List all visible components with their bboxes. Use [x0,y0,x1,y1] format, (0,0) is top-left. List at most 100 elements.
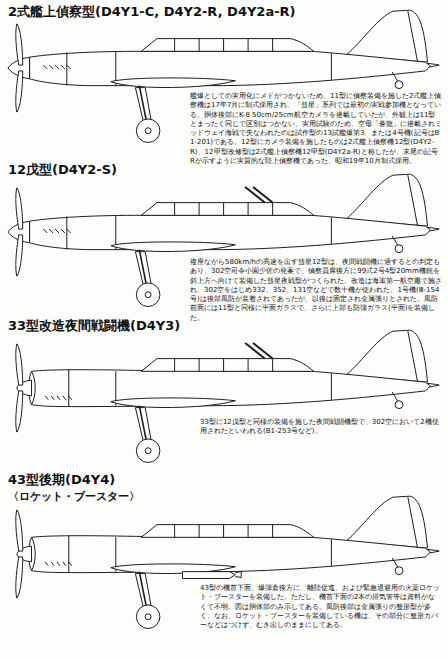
exhaust-stack [45,562,48,566]
exhaust-stack [43,229,47,233]
outline-stroke [392,72,398,82]
description-text: 艦爆としての実用化にメドがつかないため、11型に偵察装備を施した2式艦上偵察機は… [190,92,442,166]
outline-stroke [408,331,418,382]
outline-stroke [141,525,313,538]
description-text: 33型に12戊型と同様の装備を施した夜間戦闘機型で、302空において2機使用され… [200,418,440,437]
outline-stroke [66,216,67,249]
wheel [136,439,160,463]
outline-stroke [141,203,313,216]
canopy-frame [199,359,200,372]
canopy-frame [272,525,273,538]
wheel [145,292,151,298]
outline-stroke [346,330,427,382]
wheel [145,448,151,454]
exhaust-stack [61,65,65,69]
outline-stroke [111,242,235,252]
outline-stroke [392,392,398,402]
outline-stroke [29,536,431,573]
canopy-frame [174,359,175,372]
section-heading: 33型改造夜間戦闘機(D4Y3) [8,318,180,334]
wheel [136,605,160,629]
outline-stroke [408,497,418,548]
outline-stroke [111,78,235,88]
section-heading: 2式艦上偵察型(D4Y1-C, D4Y2-R, D4Y2a-R) [8,4,296,20]
exhaust-stack [49,65,53,69]
outline-stroke [32,371,36,404]
outline-stroke [253,343,273,359]
exhaust-stack [63,396,66,400]
section-subheading: 〈ロケット・ブースター〉 [8,490,140,504]
wheel [395,567,403,575]
outline-stroke [68,535,69,572]
outline-stroke [111,398,235,408]
outline-stroke [331,373,332,399]
outline-stroke [346,174,427,226]
outline-stroke [392,558,398,568]
exhaust-stack [51,562,54,566]
exhaust-stack [63,562,66,566]
wheel [395,81,403,89]
exhaust-stack [49,229,53,233]
outline-stroke [16,510,23,551]
outline-stroke [16,557,23,598]
outline-stroke [408,11,418,62]
outline-stroke [68,369,69,406]
wheel [145,128,151,134]
canopy-frame [174,39,175,52]
outline-stroke [141,39,313,52]
outline-stroke [346,496,427,548]
outline-stroke [16,344,23,385]
outline-stroke [141,359,313,372]
outline-stroke [408,175,418,226]
canopy-frame [199,203,200,216]
exhaust-stack [45,396,48,400]
description-text: 43型の機首下面、爆弾倉後方に、離陸促進、および緊急退避用の火薬ロケット・ブース… [200,584,440,630]
outline-stroke [331,539,332,565]
exhaust-stack [51,396,54,400]
wheel [136,119,160,143]
exhaust-stack [67,229,71,233]
canopy-frame [248,203,249,216]
canopy-frame [272,359,273,372]
canopy-frame [223,203,224,216]
wheel [395,245,403,253]
wheel [136,283,160,307]
canopy-frame [174,525,175,538]
exhaust-stack [57,562,60,566]
canopy-frame [199,525,200,538]
canopy-frame [248,359,249,372]
outline-stroke [32,537,36,570]
exhaust-stack [69,396,72,400]
outline-stroke [331,53,332,79]
canopy-frame [272,39,273,52]
canopy-frame [272,203,273,216]
outline-stroke [253,187,273,203]
outline-stroke [235,572,241,578]
outline-stroke [331,217,332,243]
outline-stroke [16,24,23,65]
section-heading: 12戊型(D4Y2-S) [8,162,117,178]
canopy-frame [248,525,249,538]
outline-stroke [16,71,23,112]
outline-stroke [16,188,23,229]
canopy-frame [248,39,249,52]
canopy-frame [199,39,200,52]
outline-stroke [182,572,235,579]
outline-stroke [29,370,431,407]
canopy-frame [223,39,224,52]
aircraft-profile [16,330,439,462]
exhaust-stack [55,65,59,69]
wheel [145,614,151,620]
canopy-frame [174,203,175,216]
exhaust-stack [43,65,47,69]
section-heading: 43型後期(D4Y4) [8,472,115,488]
outline-stroke [66,52,67,85]
outline-stroke [16,235,23,276]
description-text: 複座ながら580km/hの高速を出す彗星12型は、夜間戦闘機に適するとの判定もあ… [190,258,442,323]
canopy-frame [223,525,224,538]
outline-stroke [16,391,23,432]
canopy-frame [223,359,224,372]
exhaust-stack [61,229,65,233]
outline-stroke [346,10,427,62]
exhaust-stack [57,396,60,400]
